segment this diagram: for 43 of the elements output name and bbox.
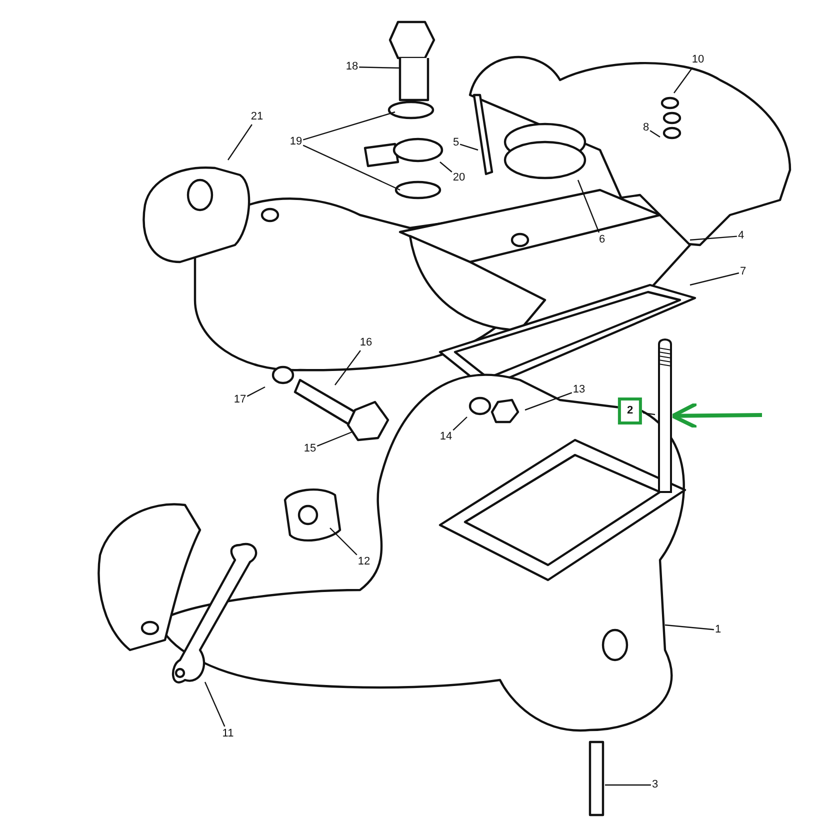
leader-line: [690, 236, 737, 241]
callout-number: 7: [740, 266, 746, 278]
leader-line: [330, 528, 358, 556]
callout-number: 1: [714, 624, 722, 636]
arrow: [670, 402, 762, 430]
callout-number: 13: [572, 384, 586, 396]
callout-number: 8: [642, 122, 650, 134]
leader-line: [302, 144, 400, 191]
callout-number: 18: [346, 60, 358, 74]
leader-line: [204, 682, 226, 727]
leader-line: [460, 144, 478, 151]
callout-number: 12: [358, 556, 370, 568]
leader-line: [674, 67, 694, 94]
callout-number: 15: [304, 442, 316, 456]
callout-number: 16: [360, 336, 372, 350]
callout-number: 5: [452, 136, 460, 150]
highlighted-callout-number: 2: [618, 398, 642, 424]
callout-number: 19: [290, 136, 302, 148]
callout-number: 4: [738, 230, 744, 242]
callout-number: 3: [652, 778, 658, 792]
leader-line: [577, 180, 600, 233]
leader-line: [228, 124, 252, 160]
leader-line: [316, 431, 352, 447]
leader-line: [690, 272, 740, 286]
callout-number: 11: [222, 728, 234, 740]
callout-number: 17: [234, 394, 246, 406]
leader-line: [359, 66, 400, 69]
callout-number: 6: [598, 234, 606, 246]
leader-line: [452, 416, 468, 431]
leader-line: [246, 386, 266, 397]
leader-line: [642, 412, 656, 416]
leader-line: [302, 111, 396, 140]
leader-line: [664, 624, 714, 630]
callout-number: 20: [452, 172, 466, 184]
stud-drawing: [656, 338, 674, 494]
leader-line: [605, 784, 651, 786]
callout-number: 14: [440, 430, 452, 444]
leader-line: [334, 350, 361, 386]
callout-number: 10: [692, 54, 704, 66]
callout-number: 21: [250, 110, 264, 124]
leader-line: [440, 162, 452, 172]
leader-line: [650, 130, 660, 138]
leader-line: [524, 392, 572, 411]
